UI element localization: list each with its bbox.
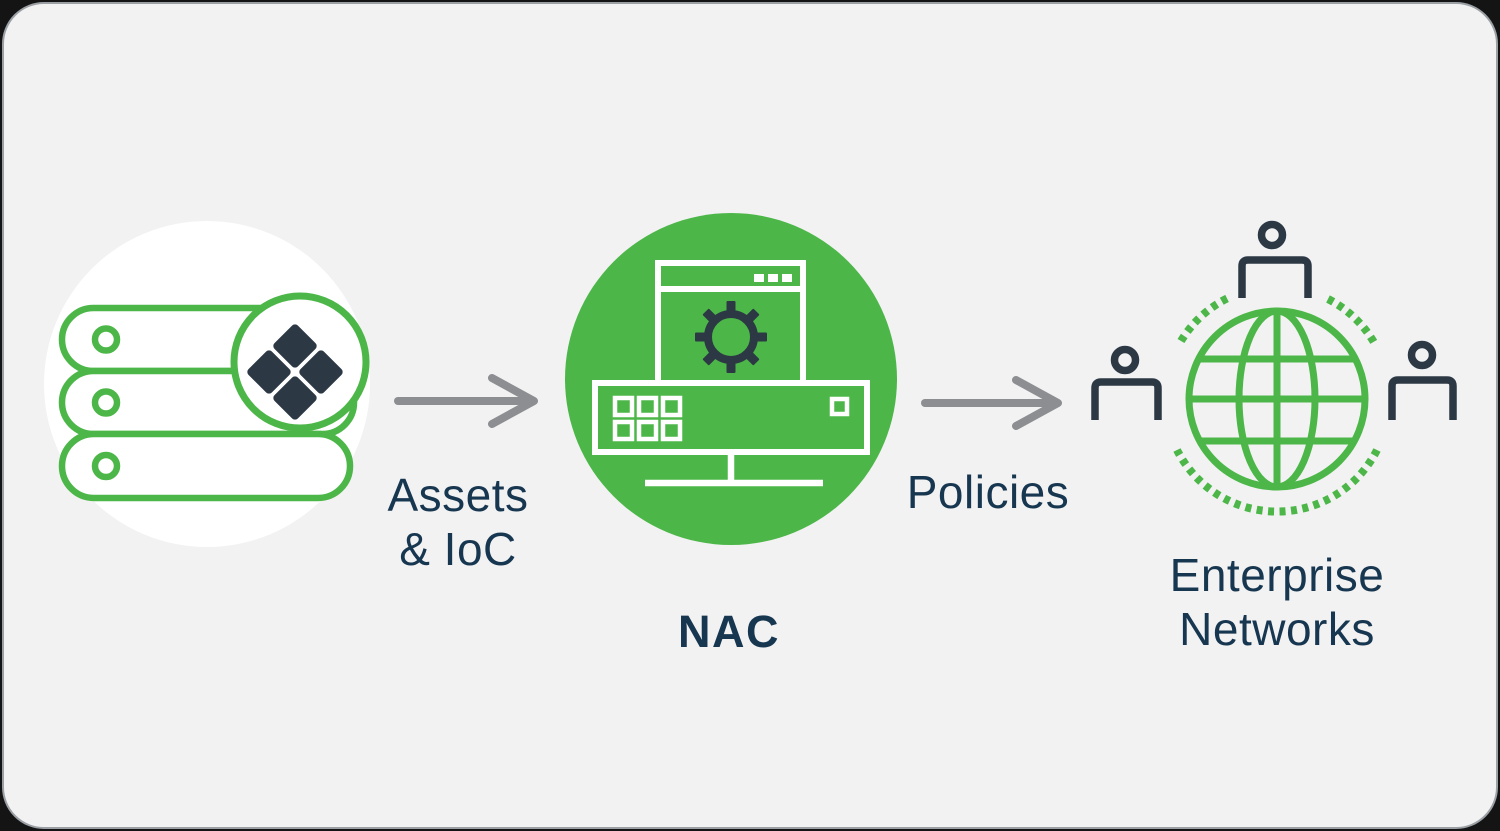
server-led-rings <box>91 325 121 417</box>
target-label-line2: Networks <box>1179 603 1375 655</box>
appliance-chassis <box>592 380 870 455</box>
globe-users-icon <box>1091 220 1457 516</box>
globe-icon <box>1185 307 1369 491</box>
target-label: Enterprise Networks <box>1147 548 1407 656</box>
appliance-stand <box>645 452 823 487</box>
right-arrow-icon <box>394 374 538 428</box>
browser-menu-dots <box>754 274 792 282</box>
nac-appliance-gear-icon <box>565 213 897 545</box>
flow1-label-line1: Assets <box>387 469 529 521</box>
server-led-ring <box>91 451 121 481</box>
flow2-label: Policies <box>906 466 1070 518</box>
target-label-line1: Enterprise <box>1169 549 1385 601</box>
flow1-label: Assets & IoC <box>338 468 578 576</box>
green-circle-background <box>565 213 897 545</box>
user-icon-top <box>1238 220 1312 298</box>
server-stack-diamond-badge-icon <box>44 221 370 547</box>
nac-label: NAC <box>678 606 780 657</box>
user-icon-left <box>1091 345 1162 420</box>
gear-icon <box>695 301 767 373</box>
appliance-port-squares <box>612 395 850 442</box>
right-arrow-icon <box>921 376 1062 430</box>
dashed-orbit-arcs <box>1173 294 1381 516</box>
server-bar-bottom <box>58 430 354 502</box>
flow1-label-line2: & IoC <box>399 523 517 575</box>
diamond-cluster-icon <box>247 324 343 420</box>
user-icon-right <box>1388 340 1457 420</box>
